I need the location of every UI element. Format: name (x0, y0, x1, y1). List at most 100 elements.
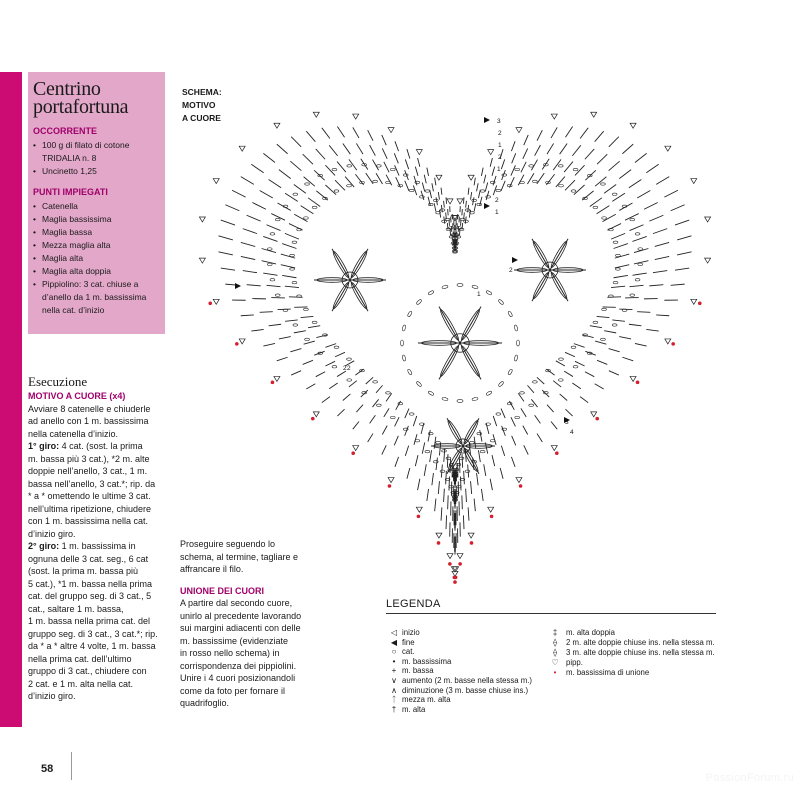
text-fragment: 1 m. bassa nella prima cat. del (28, 616, 151, 626)
double-crochet-icon: † (391, 704, 397, 714)
chain-stitch (452, 243, 458, 247)
picot-mark (387, 477, 395, 484)
stitch-mark (306, 383, 316, 390)
chain-stitch (615, 267, 621, 271)
treble-stitch (531, 269, 551, 302)
page-number: 58 (41, 763, 54, 775)
chain-stitch (612, 281, 619, 285)
chain-stitch (458, 456, 465, 460)
chain-stitch (501, 173, 507, 177)
execution-section: Esecuzione MOTIVO A CUORE (x4) Avviare 8… (28, 375, 173, 703)
stitch-mark (612, 192, 626, 202)
picot-mark (435, 532, 443, 539)
text-fragment: 1 m. bassissima in (59, 541, 136, 551)
chain-stitch (390, 415, 396, 419)
stitch-mark (473, 177, 476, 186)
text-line: A partire dal secondo cuore, (180, 598, 293, 608)
stitch-mark (461, 454, 464, 468)
join-stitch-dot (235, 342, 239, 346)
chain-stitch (528, 164, 534, 168)
round-number-label: 2 (509, 267, 513, 274)
text-line: schema, al termine, tagliare e (180, 551, 299, 562)
chain-stitch (459, 217, 466, 221)
chain-stitch (331, 168, 338, 172)
stitch-mark (307, 197, 321, 207)
cluster-petal (461, 345, 480, 377)
chain-stitch (608, 228, 614, 232)
legend-text: cat. (402, 647, 415, 657)
stitch-mark (356, 143, 364, 155)
stitch-mark (467, 187, 470, 195)
chain-stitch (419, 422, 425, 426)
stitch-mark (564, 179, 576, 191)
stitch-mark (302, 359, 314, 365)
cluster-petal (516, 267, 548, 273)
stitch-mark (303, 340, 315, 345)
stitch-mark (427, 429, 431, 442)
picot-mark (515, 477, 523, 484)
stitch-mark (372, 399, 379, 408)
stitch-mark (489, 478, 493, 491)
stitch-mark (328, 382, 338, 390)
stitch-mark (393, 153, 399, 164)
chain-stitch (400, 339, 404, 347)
join-stitch-dot (635, 380, 640, 385)
stitch-mark (596, 315, 610, 319)
text-line: m. bassissime (evidenziate (180, 635, 289, 646)
stitch-mark (608, 160, 620, 172)
chain-stitch (516, 339, 520, 347)
chain-icon: ○ (391, 647, 397, 657)
cluster-petal (332, 282, 350, 310)
list-item: Maglia alta (33, 252, 160, 265)
stitch-mark (365, 376, 374, 385)
stitch-mark (611, 285, 626, 289)
list-item-line: Catenella (42, 201, 78, 211)
stitch-mark (290, 370, 302, 376)
stitch-mark (520, 408, 527, 418)
stitch-mark (263, 343, 276, 347)
legend-text: m. bassissima (402, 656, 452, 666)
stitch-mark (476, 472, 479, 486)
legend-item: ∨aumento (2 m. basse nella stessa m.) (388, 676, 532, 686)
chain-stitch (507, 184, 513, 188)
stitch-mark (328, 145, 339, 157)
chain-stitch (448, 485, 454, 489)
stitch-mark (293, 330, 306, 334)
stitch-mark (596, 205, 610, 215)
treble-stitch (349, 248, 369, 281)
cluster-petal (461, 309, 480, 341)
chain-stitch (267, 262, 273, 266)
chain-stitch (453, 468, 460, 472)
stitch-mark (523, 445, 529, 455)
chain-stitch (346, 378, 352, 382)
decrease-icon: ∧ (391, 685, 397, 695)
stitch-mark (629, 224, 644, 232)
stitch-mark (433, 203, 437, 212)
chain-stitch (416, 381, 422, 387)
stitch-mark (607, 223, 622, 231)
chain-stitch (558, 357, 564, 361)
stitch-mark (360, 158, 369, 170)
stitch-mark (579, 127, 589, 139)
stitch-mark (541, 389, 550, 398)
picot-mark (590, 111, 598, 118)
text-fragment: cat., saltare 1 m. bassa, (28, 603, 124, 614)
picot-mark (664, 338, 672, 345)
slip-stitch-icon: • (392, 656, 396, 666)
stitch-mark (404, 180, 410, 192)
stitch-mark (259, 311, 273, 313)
text-line: 5 cat.), *1 m. bassa nella prima (28, 578, 173, 591)
round-number-label: 2 (343, 365, 347, 372)
cluster-petal (332, 250, 350, 278)
stitch-mark (501, 425, 506, 436)
picot-mark (198, 257, 206, 264)
stitch-mark (284, 285, 299, 289)
stitch-mark (552, 159, 562, 171)
stitch-mark (677, 251, 692, 256)
chain-stitch (471, 285, 479, 289)
legend-text: diminuzione (3 m. basse chiuse ins.) (402, 685, 529, 695)
stitch-mark (652, 270, 668, 274)
chain-stitch (311, 320, 318, 324)
ring-center (341, 271, 359, 289)
